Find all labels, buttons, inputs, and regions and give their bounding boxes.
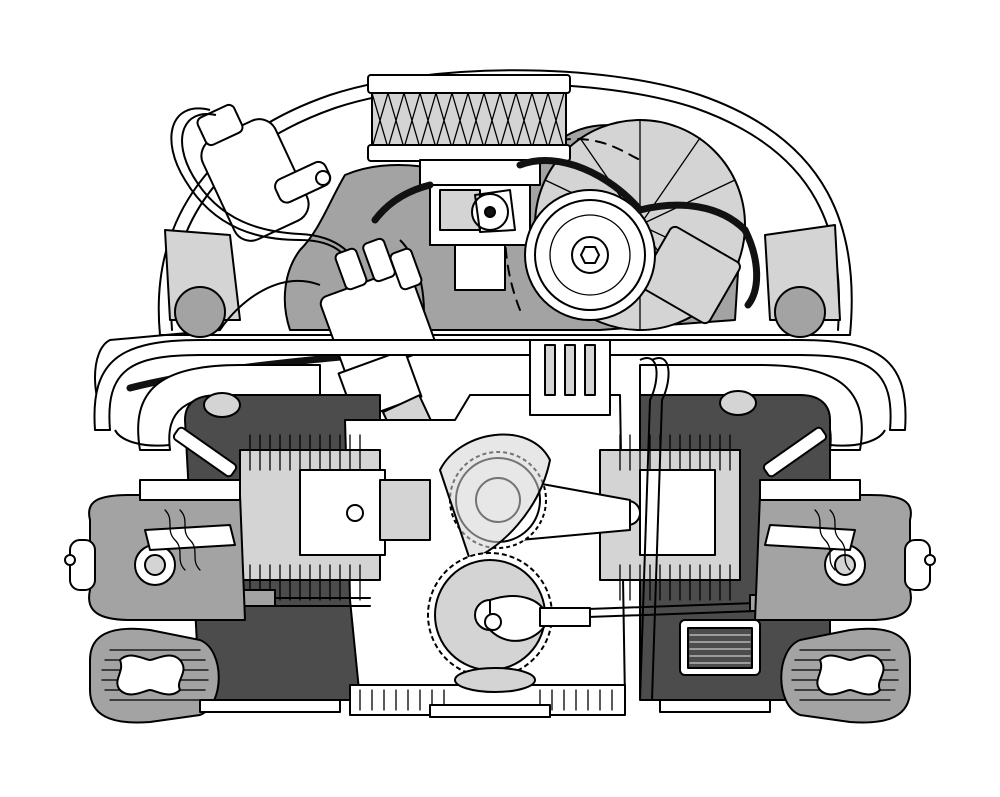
crankshaft-gear-icon [439,433,631,561]
oil-cooler-icon [679,619,761,676]
heat-exchanger-right-icon [780,627,911,724]
heat-exchanger-left-icon [89,627,220,724]
cylinder-head-right-icon [754,479,912,621]
spark-plug-icon [114,426,886,478]
cylinder-head-left-icon [88,479,246,621]
piston-left-icon [299,469,431,556]
shroud-port-right [774,286,826,338]
oil-sump-icon [199,667,771,718]
shroud-port-left [174,286,226,338]
generator-icon [524,189,741,325]
valve-cover-right-icon [904,539,936,591]
camshaft-gear-icon [427,552,553,678]
heater-pipe-icon [93,339,907,451]
valve-cover-left-icon [64,539,96,591]
air-filter-icon [367,74,571,162]
